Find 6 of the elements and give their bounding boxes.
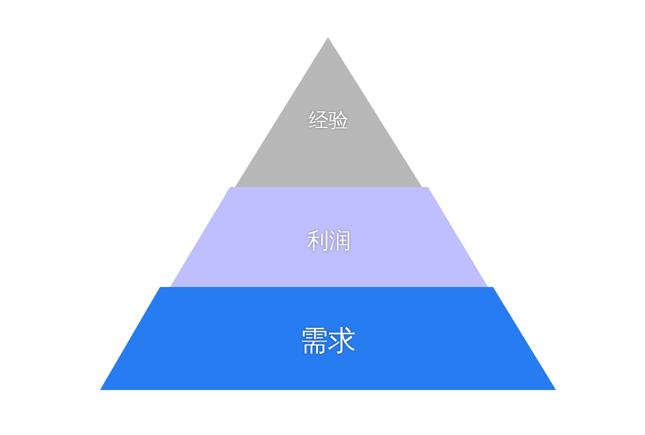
tier-label: 利润 — [307, 231, 351, 253]
pyramid-tier — [100, 287, 556, 390]
tier-label: 需求 — [300, 326, 356, 355]
pyramid-tier — [170, 187, 488, 287]
pyramid-tier — [235, 37, 422, 187]
tier-label: 经验 — [308, 110, 348, 130]
